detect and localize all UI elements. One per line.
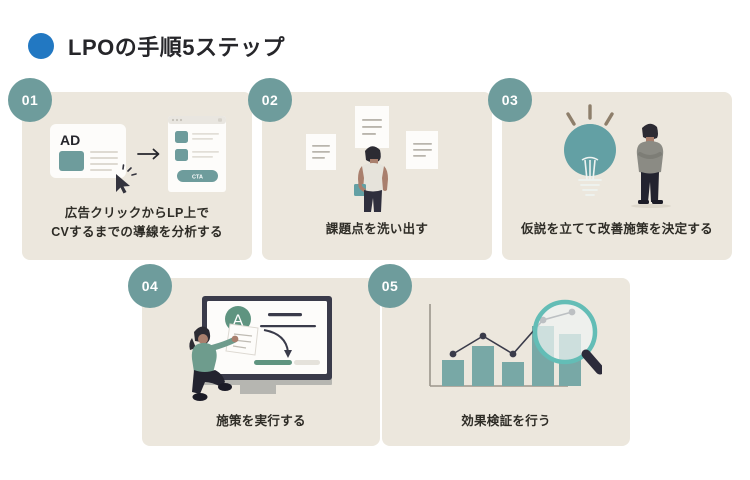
step-caption: 効果検証を行う (382, 412, 630, 431)
step-caption: 課題点を洗い出す (262, 220, 492, 239)
step-card-04[interactable]: 04 A (128, 264, 380, 446)
lightbulb-idea-with-person-illustration (564, 104, 671, 208)
step-caption: 仮説を立てて改善施策を決定する (502, 220, 732, 239)
step-caption: 施策を実行する (142, 412, 380, 431)
bar-3 (502, 362, 524, 386)
bar-2 (472, 346, 494, 386)
step-card-03[interactable]: 03 (488, 78, 732, 260)
step-caption-line1: 課題点を洗い出す (325, 222, 429, 236)
page-title: LPOの手順5ステップ (28, 30, 285, 62)
step-caption-line2: CVするまでの導線を分析する (51, 225, 223, 240)
ad-click-to-landing-page-illustration: AD (50, 116, 226, 194)
step-number-badge: 04 (128, 264, 172, 308)
page-title-text: LPOの手順5ステップ (68, 35, 285, 60)
svg-text:CTA: CTA (192, 174, 203, 180)
step-card-02[interactable]: 02 (248, 78, 492, 260)
step-caption: 広告クリックからLP上で CVするまでの導線を分析する (22, 204, 252, 243)
step-number-badge: 05 (368, 264, 412, 308)
step-caption-line1: 施策を実行する (216, 414, 306, 428)
screen-badge-letter: A (233, 313, 244, 330)
step-caption-line1: 仮説を立てて改善施策を決定する (520, 222, 713, 236)
bar-1 (442, 360, 464, 386)
bar-chart-with-magnifier-illustration (429, 299, 602, 387)
step-card-05[interactable]: 05 効果検証を行う (368, 264, 630, 446)
person-reviewing-documents-illustration (306, 106, 438, 212)
svg-text:AD: AD (60, 132, 80, 148)
step-caption-line1: 広告クリックからLP上で (64, 206, 210, 220)
filled-circle-icon (28, 33, 54, 59)
step-card-01[interactable]: 01 AD (8, 78, 252, 260)
step-number-badge: 03 (488, 78, 532, 122)
step-number-badge: 01 (8, 78, 52, 122)
step-number-badge: 02 (248, 78, 292, 122)
step-caption-line1: 効果検証を行う (461, 414, 551, 428)
person-editing-on-monitor-illustration: A (189, 296, 332, 401)
